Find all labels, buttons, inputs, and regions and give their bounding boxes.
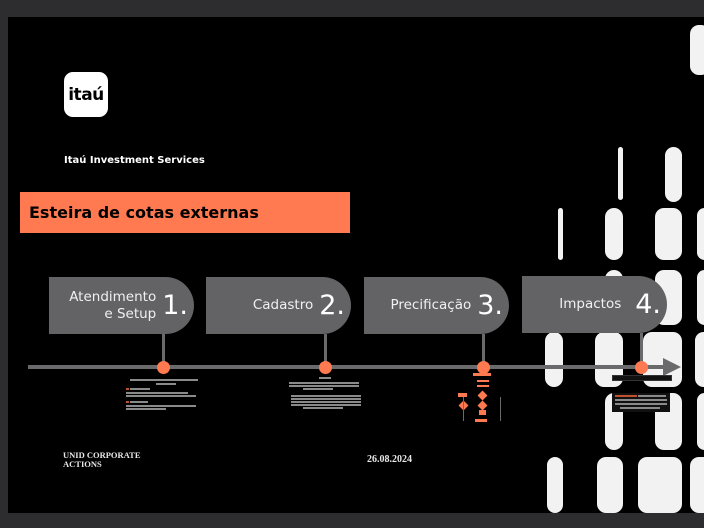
slide: itaú Itaú Investment Services Esteira de… [8, 17, 704, 513]
step-impactos[interactable]: Impactos 4. [522, 276, 667, 333]
page-title: Esteira de cotas externas [29, 203, 259, 222]
connector-3 [482, 334, 485, 367]
logo-text: itaú [68, 84, 104, 105]
step-number: 3. [477, 290, 503, 321]
company-name: Itaú Investment Services [64, 155, 205, 166]
milestone-dot-1[interactable] [157, 361, 170, 374]
title-banner: Esteira de cotas externas [20, 192, 350, 233]
milestone-dot-2[interactable] [319, 361, 332, 374]
step-number: 1. [162, 290, 188, 321]
connector-4 [640, 333, 643, 366]
step-number: 2. [319, 290, 345, 321]
step-precificacao[interactable]: Precificação 3. [364, 277, 509, 334]
step-cadastro[interactable]: Cadastro 2. [206, 277, 351, 334]
milestone-dot-4[interactable] [635, 361, 648, 374]
timeline-arrow-icon [663, 358, 681, 376]
milestone-dot-3[interactable] [477, 361, 490, 374]
itau-logo: itaú [64, 72, 108, 117]
step-number: 4. [635, 289, 661, 320]
connector-1 [162, 334, 165, 367]
connector-2 [324, 334, 327, 367]
timeline-line [28, 365, 668, 369]
step-label: Impactos [559, 296, 622, 312]
step-label: Precificação [390, 297, 472, 313]
step-label: Cadastro [252, 297, 314, 313]
presentation-date: 26.08.2024 [367, 454, 412, 465]
